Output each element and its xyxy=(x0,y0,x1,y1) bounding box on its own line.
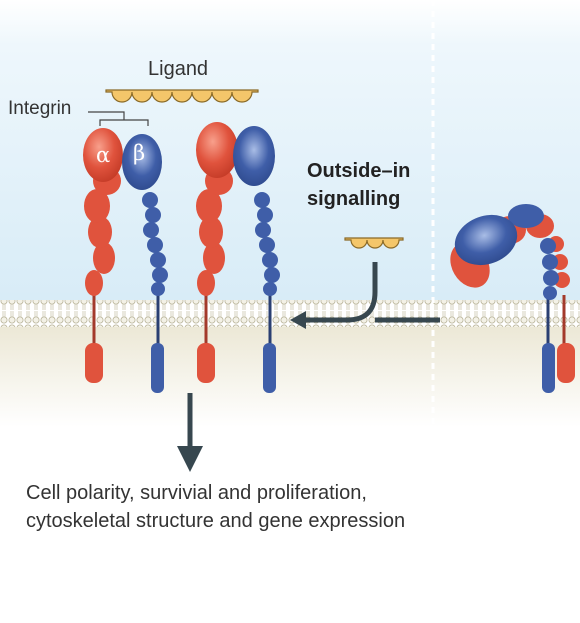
outside-in-signalling-label: Outside–in signalling xyxy=(307,157,410,213)
caption-line-2: cytoskeletal structure and gene expressi… xyxy=(26,510,406,532)
integrin-1-alpha-subunit xyxy=(83,128,123,383)
ligand-top xyxy=(105,89,259,103)
integrin-bracket xyxy=(88,111,149,126)
beta-subunit-label: β xyxy=(133,141,146,165)
outside-in-arrow xyxy=(290,262,440,329)
alpha-subunit-label: α xyxy=(96,143,111,167)
integrin-2-beta-subunit xyxy=(233,126,280,393)
integrin-1-beta-subunit xyxy=(122,134,168,393)
downstream-arrow xyxy=(177,393,203,472)
ligand-label: Ligand xyxy=(148,58,209,80)
ligand-small xyxy=(344,237,404,249)
bent-integrin xyxy=(450,204,575,393)
caption-line-1: Cell polarity, survivial and proliferati… xyxy=(26,482,367,504)
outside-in-line-2: signalling xyxy=(307,188,401,210)
cell-membrane xyxy=(0,300,580,327)
integrin-2-alpha-subunit xyxy=(196,122,238,383)
outside-in-line-1: Outside–in xyxy=(307,160,411,182)
caption: Cell polarity, survivial and proliferati… xyxy=(26,479,405,535)
integrin-label: Integrin xyxy=(8,98,72,119)
